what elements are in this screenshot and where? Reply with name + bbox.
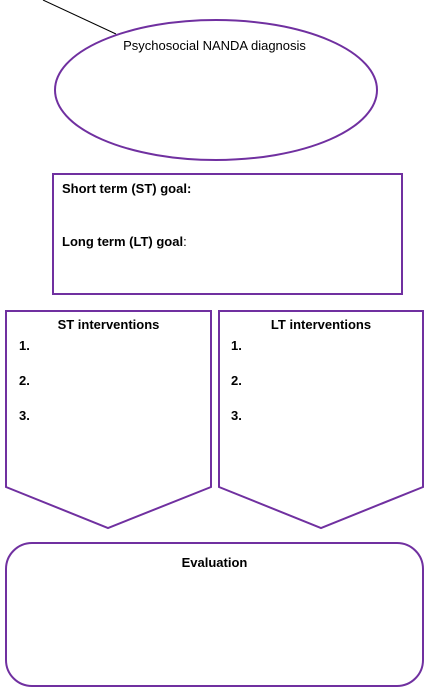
lt-interventions-title: LT interventions	[270, 317, 372, 332]
diagnosis-label: Psychosocial NANDA diagnosis	[123, 38, 306, 53]
st-interventions-chevron	[5, 310, 212, 530]
connector-line	[42, 0, 117, 35]
long-term-goal-colon: :	[183, 234, 187, 249]
st-item-3: 3.	[19, 408, 30, 423]
st-item-2: 2.	[19, 373, 30, 388]
lt-interventions-chevron	[218, 310, 424, 530]
evaluation-box	[5, 542, 424, 687]
lt-item-1: 1.	[231, 338, 242, 353]
lt-item-2: 2.	[231, 373, 242, 388]
st-interventions-title: ST interventions	[57, 317, 160, 332]
short-term-goal-label: Short term (ST) goal:	[62, 181, 192, 196]
diagnosis-ellipse	[54, 19, 378, 161]
long-term-goal-text: Long term (LT) goal	[62, 234, 184, 249]
long-term-goal-label: Long term (LT) goal:	[62, 234, 187, 249]
lt-item-3: 3.	[231, 408, 242, 423]
evaluation-title: Evaluation	[181, 555, 248, 570]
goals-box	[52, 173, 403, 295]
st-item-1: 1.	[19, 338, 30, 353]
